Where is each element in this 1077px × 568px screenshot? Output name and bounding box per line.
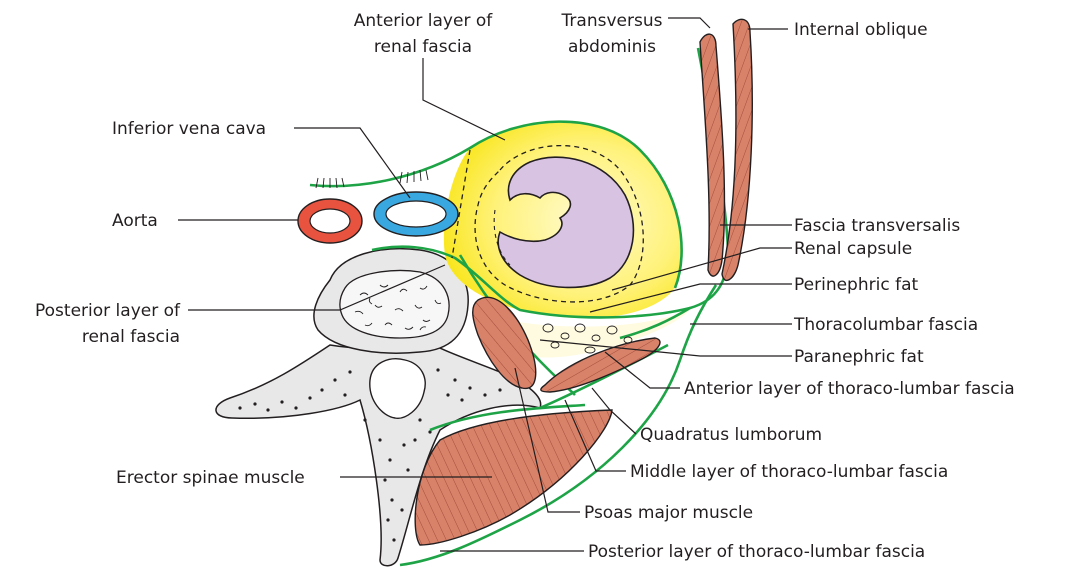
label-renal-capsule: Renal capsule (794, 239, 912, 259)
label-middle-thoracolumbar: Middle layer of thoraco-lumbar fascia (630, 462, 948, 482)
label-erector-spinae: Erector spinae muscle (116, 468, 305, 488)
ivc-lumen (386, 201, 446, 227)
label-aorta: Aorta (112, 211, 158, 231)
label-paranephric-fat: Paranephric fat (794, 347, 924, 367)
leader-anterior-renal-fascia (423, 58, 505, 140)
label-thoracolumbar-fascia: Thoracolumbar fascia (793, 315, 978, 335)
label-anterior-thoracolumbar: Anterior layer of thoraco-lumbar fascia (684, 379, 1015, 399)
label-posterior-renal-fascia-2: renal fascia (82, 327, 180, 347)
label-posterior-renal-fascia-1: Posterior layer of (35, 301, 181, 321)
leader-ivc (294, 128, 410, 198)
label-transversus-2: abdominis (568, 37, 656, 57)
label-inferior-vena-cava: Inferior vena cava (112, 119, 266, 139)
label-transversus-1: Transversus (561, 11, 663, 31)
aorta-lumen (310, 209, 350, 233)
transversus-abdominis (700, 34, 724, 276)
label-psoas-major: Psoas major muscle (584, 503, 753, 523)
leader-transversus (668, 18, 710, 28)
label-anterior-renal-fascia-2: renal fascia (374, 37, 472, 57)
label-quadratus-lumborum: Quadratus lumborum (640, 425, 822, 445)
label-anterior-renal-fascia-1: Anterior layer of (354, 11, 493, 31)
label-fascia-transversalis: Fascia transversalis (794, 216, 960, 236)
label-posterior-thoracolumbar: Posterior layer of thoraco-lumbar fascia (588, 542, 925, 562)
label-perinephric-fat: Perinephric fat (794, 275, 918, 295)
cancellous-bone (340, 271, 449, 338)
label-internal-oblique: Internal oblique (794, 20, 928, 40)
